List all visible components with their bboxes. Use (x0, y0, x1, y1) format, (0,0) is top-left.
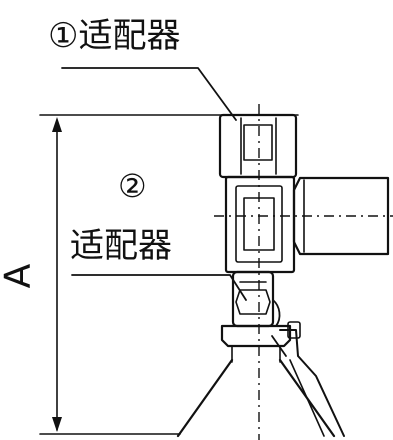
top-port-bore (243, 124, 273, 161)
leader-line-part2 (71, 274, 247, 301)
lower-adapter-lip (272, 299, 281, 327)
label-part2-number: ② (118, 167, 147, 205)
lower-adapter-hex (235, 289, 271, 315)
label-part2-name: 适配器 (70, 226, 172, 266)
leader-line-part1 (61, 67, 237, 121)
bell-handle-inner (289, 359, 325, 437)
label-part1: ①适配器 (48, 16, 181, 56)
bell-inner-collar (231, 345, 281, 363)
dimension-label-a: A (0, 263, 39, 289)
lower-adapter (231, 270, 275, 328)
side-connector (292, 176, 390, 256)
dimension-arrow-bottom (52, 417, 62, 432)
bell-neck (220, 324, 292, 348)
bell-handle (279, 329, 345, 437)
bell-clip (287, 321, 301, 339)
dimension-arrow-top (52, 117, 62, 132)
bell-clip-line (271, 335, 287, 357)
